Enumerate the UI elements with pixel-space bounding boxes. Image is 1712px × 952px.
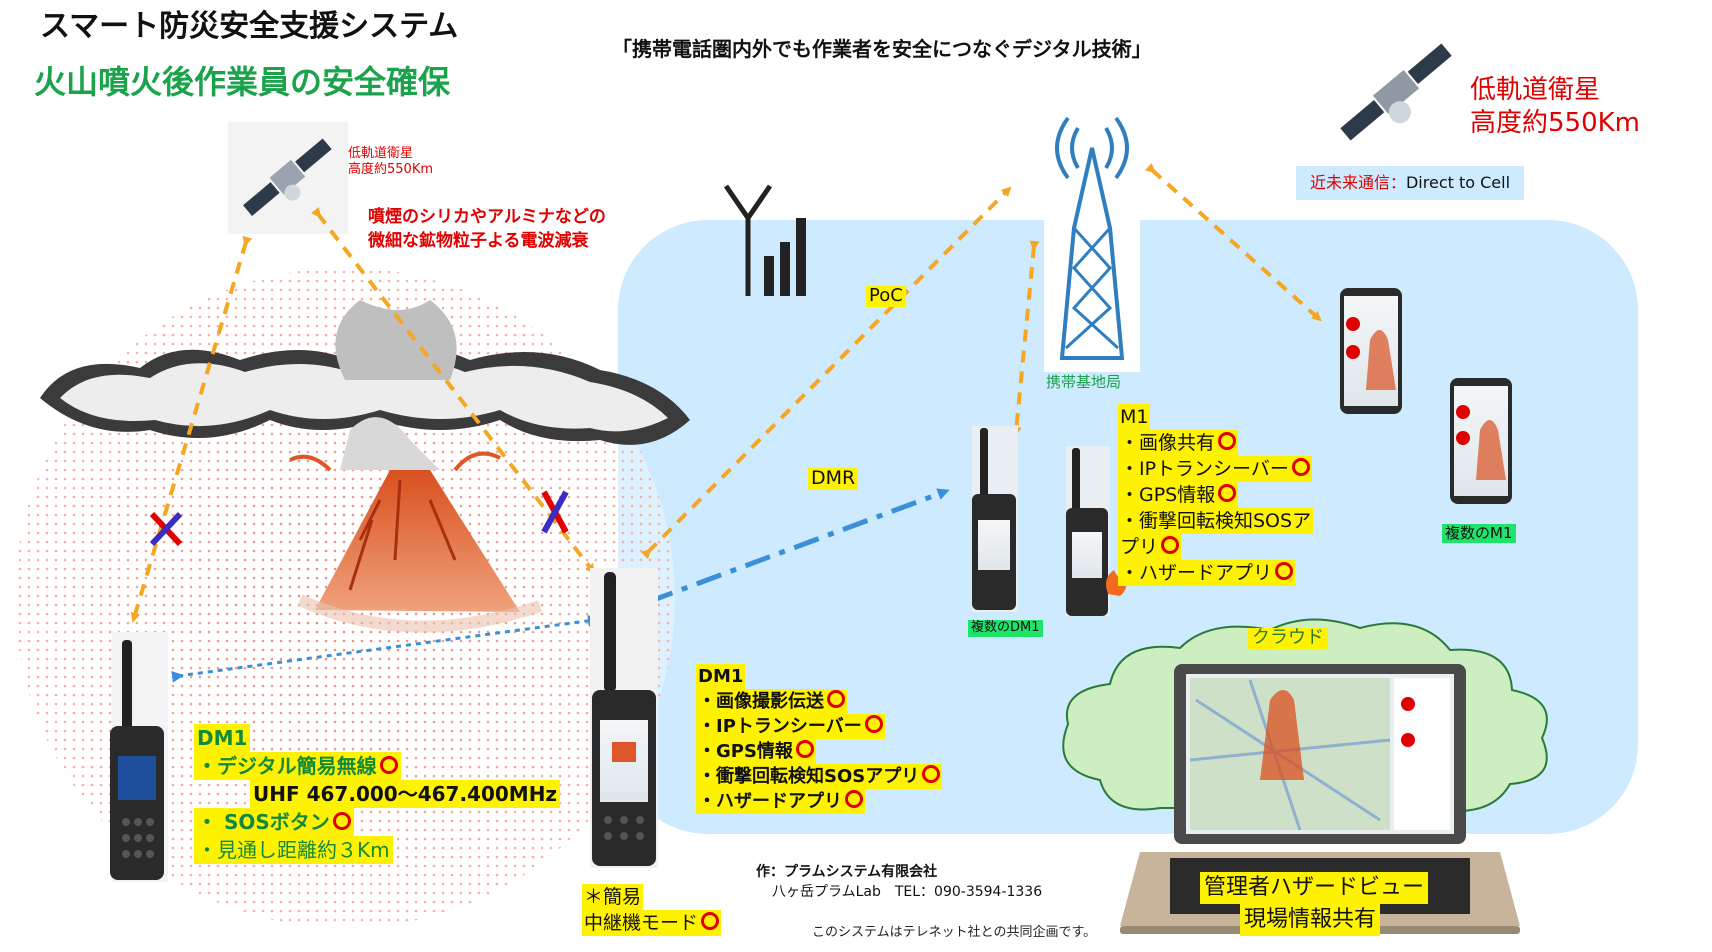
satellite-label-left-line1: 低軌道衛星: [348, 146, 414, 161]
arrow-tower-to-m1: [1144, 162, 1322, 322]
dm1-right-item-sos-app: ・衝撃回転検知SOSアプリ: [696, 764, 943, 789]
check-circle-icon: [827, 690, 845, 708]
satellite-label-right-line2: 高度約550Km: [1470, 107, 1641, 138]
dm1-left-item-sos: ・ SOSボタン: [194, 808, 354, 836]
dm1-right-item-image-transfer: ・画像撮影伝送: [696, 689, 847, 714]
arrow-sat-to-left-radio: [130, 235, 253, 623]
radio-relay-icon: [590, 568, 658, 868]
dm1-left-item-range: ・見通し距離約３Km: [194, 836, 393, 864]
cell-tower-icon: [1044, 108, 1140, 372]
laptop-icon: [1120, 664, 1520, 934]
radio-dm1-left-icon: [110, 632, 168, 882]
satellite-icon-right: [1340, 43, 1452, 141]
page-subtitle: 火山噴火後作業員の安全確保: [34, 63, 451, 101]
check-circle-icon: [1218, 484, 1237, 502]
relay-line1: ＊簡易: [582, 884, 644, 910]
dm1-right-heading: DM1: [696, 664, 746, 689]
dm1-right-item-hazard-app: ・ハザードアプリ: [696, 789, 865, 814]
m1-item-sos-app: ・衝撃回転検知SOSア: [1118, 508, 1314, 534]
check-circle-icon: [332, 812, 351, 830]
m1-item-gps: ・GPS情報: [1118, 482, 1239, 508]
check-circle-icon: [1218, 432, 1237, 450]
arrow-poc: [640, 186, 1012, 560]
dm1-left-item-frequency: UHF 467.000～467.400MHz: [250, 780, 561, 808]
satellite-label-right-line1: 低軌道衛星: [1470, 75, 1601, 105]
fire-icon: [1106, 570, 1127, 596]
m1-item-sos-app-cont: プリ: [1118, 534, 1182, 560]
m1-item-image-share: ・画像共有: [1118, 430, 1239, 456]
multi-m1-label: 複数のM1: [1442, 524, 1516, 544]
check-circle-icon: [922, 765, 941, 783]
joint-note: このシステムはテレネット社との共同企画です。: [812, 925, 1097, 940]
m1-item-ip-transceiver: ・IPトランシーバー: [1118, 456, 1312, 482]
check-circle-icon: [795, 740, 814, 758]
m1-heading: M1: [1118, 404, 1151, 430]
arrow-dmr: [647, 488, 950, 605]
laptop-label-line1: 管理者ハザードビュー: [1200, 872, 1429, 904]
check-circle-icon: [1161, 536, 1180, 554]
dm1-left-feature-list: DM1 ・デジタル簡易無線 UHF 467.000～467.400MHz ・ S…: [194, 724, 561, 864]
credit-block: 作：プラムシステム有限会社 八ヶ岳プラムLab TEL：090-3594-133…: [756, 862, 1042, 902]
credit-author: 作：プラムシステム有限会社: [756, 864, 938, 880]
direct-to-cell-label: Direct to Cell: [1405, 172, 1511, 192]
laptop-label: 管理者ハザードビュー 現場情報共有: [1200, 872, 1429, 936]
satellite-label-right: 低軌道衛星 高度約550Km: [1470, 74, 1640, 139]
slogan: 「携帯電話圏内外でも作業者を安全につなぐデジタル技術」: [612, 37, 1152, 61]
radio-dm1-group-icon: [972, 426, 1127, 616]
dm1-left-heading: DM1: [194, 724, 251, 752]
attenuation-note: 噴煙のシリカやアルミナなどの 微細な鉱物粒子よる電波減衰: [368, 206, 606, 254]
satellite-icon-left: [228, 122, 348, 234]
check-circle-icon: [864, 715, 883, 733]
dm1-right-item-gps: ・GPS情報: [696, 739, 816, 764]
relay-line2: 中継機モード: [582, 910, 722, 936]
dm1-left-item-radio: ・デジタル簡易無線: [194, 752, 401, 780]
system-title: スマート防災安全支援システム: [40, 9, 459, 44]
base-station-label: 携帯基地局: [1044, 373, 1124, 392]
laptop-label-line2: 現場情報共有: [1239, 904, 1380, 936]
arrow-tower-to-dm1: [1011, 240, 1040, 437]
relay-mode-label: ＊簡易 中継機モード: [582, 884, 722, 936]
check-circle-icon: [845, 790, 863, 808]
dm1-relay-feature-list: DM1 ・画像撮影伝送 ・IPトランシーバー ・GPS情報 ・衝撃回転検知SOS…: [696, 664, 943, 814]
dm1-right-item-ip-transceiver: ・IPトランシーバー: [696, 714, 885, 739]
credit-contact: 八ヶ岳プラムLab TEL：090-3594-1336: [772, 884, 1043, 900]
blocked-x-icon-right: [541, 490, 569, 534]
m1-item-hazard-app: ・ハザードアプリ: [1118, 560, 1296, 586]
direct-to-cell-badge: 近未来通信： Direct to Cell: [1296, 166, 1524, 200]
smartphone-m1-group-icon: [1340, 288, 1512, 504]
multi-dm1-label: 複数のDM1: [968, 620, 1043, 637]
blocked-x-icon-left: [149, 511, 183, 547]
check-circle-icon: [701, 912, 720, 930]
attenuation-line2: 微細な鉱物粒子よる電波減衰: [368, 230, 589, 251]
check-circle-icon: [379, 756, 398, 774]
arrow-sat-to-relay: [310, 206, 596, 574]
m1-feature-list: M1 ・画像共有 ・IPトランシーバー ・GPS情報 ・衝撃回転検知SOSア プ…: [1118, 404, 1314, 586]
poc-label: PoC: [866, 285, 906, 307]
check-circle-icon: [1291, 458, 1310, 476]
satellite-label-left-line2: 高度約550Km: [348, 162, 434, 178]
direct-to-cell-prefix: 近未来通信：: [1309, 172, 1406, 192]
check-circle-icon: [1275, 562, 1294, 580]
cloud-label: クラウド: [1248, 627, 1328, 649]
attenuation-line1: 噴煙のシリカやアルミナなどの: [368, 207, 606, 227]
satellite-label-left: 低軌道衛星 高度約550Km: [348, 146, 433, 179]
dmr-label: DMR: [808, 467, 859, 490]
